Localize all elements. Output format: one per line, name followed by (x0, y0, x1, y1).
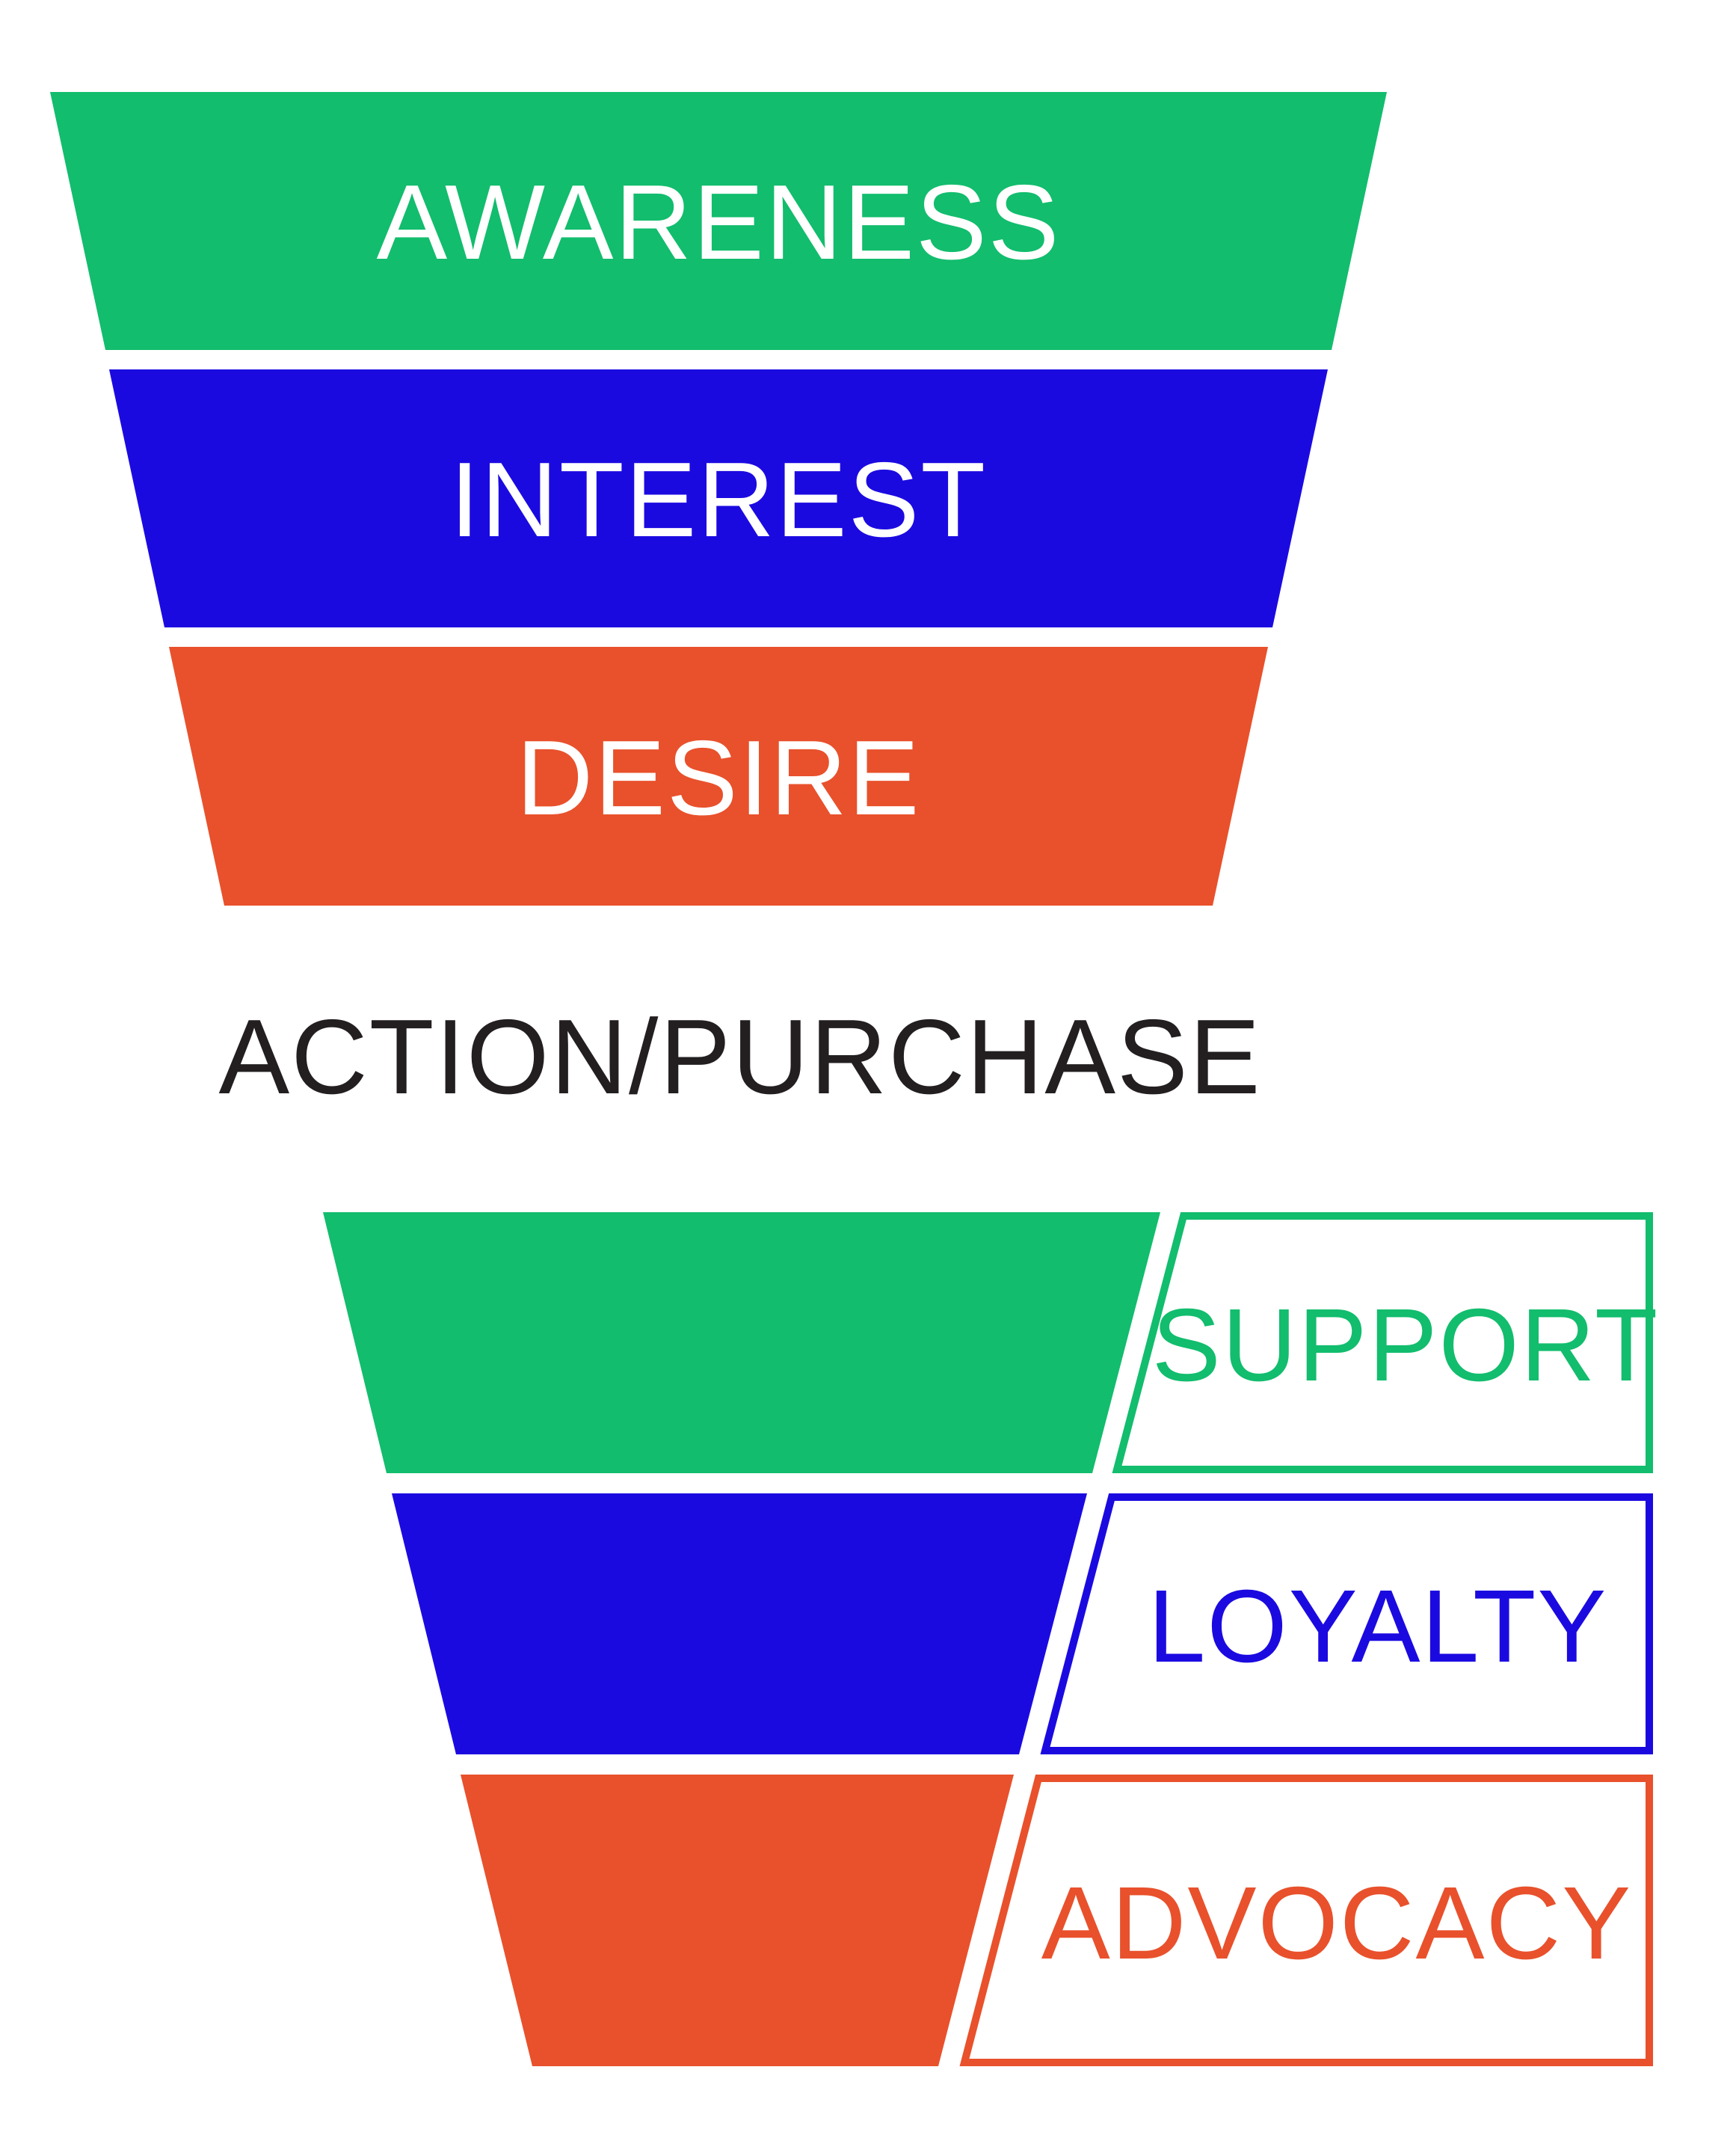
top-funnel: AWARENESS INTEREST DESIRE (50, 92, 1387, 906)
loyalty-segment (392, 1493, 1087, 1754)
advocacy-label: ADVOCACY (1041, 1866, 1633, 1981)
action-purchase-label: ACTION/PURCHASE (219, 998, 1262, 1116)
desire-segment (169, 647, 1268, 906)
interest-segment (109, 369, 1328, 627)
support-segment (323, 1212, 1160, 1473)
advocacy-segment (461, 1775, 1014, 2066)
loyalty-label-box (1040, 1493, 1653, 1754)
support-label-box (1112, 1212, 1653, 1473)
support-label: SUPPORT (1152, 1288, 1660, 1403)
desire-label: DESIRE (517, 719, 921, 838)
loyalty-label: LOYALTY (1148, 1569, 1608, 1684)
bottom-funnel: SUPPORT LOYALTY ADVOCACY (323, 1212, 1660, 2066)
advocacy-label-box (959, 1775, 1653, 2066)
awareness-segment (50, 92, 1387, 350)
interest-label: INTEREST (450, 440, 987, 559)
awareness-label: AWARENESS (377, 163, 1061, 282)
